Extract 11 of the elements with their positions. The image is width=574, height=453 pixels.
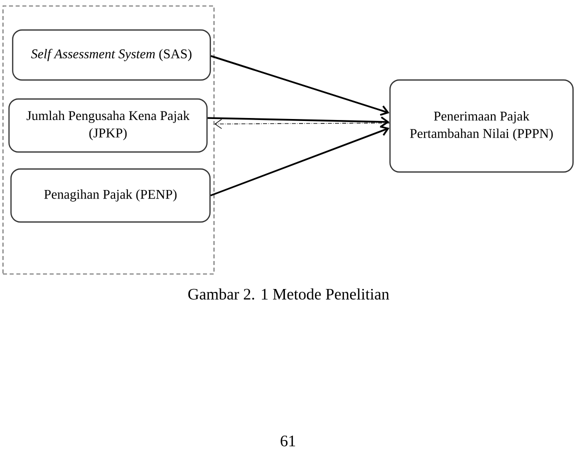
dashed-frame [2,6,214,274]
arrow [208,116,390,128]
caption: Gambar 2. 1 Metode Penelitian [188,288,390,300]
variable-box: Self Assessment System (SAS) [12,29,211,81]
arrow [210,55,390,116]
variable-box: Penagihan Pajak (PENP) [10,168,211,223]
dashed-arrow [214,118,390,129]
variable-box: Jumlah Pengusaha Kena Pajak (JPKP) [8,98,208,153]
arrow [210,126,390,196]
page-number: 61 [280,436,296,446]
variable-box: Penerimaan Pajak Pertambahan Nilai (PPPN) [389,79,574,173]
